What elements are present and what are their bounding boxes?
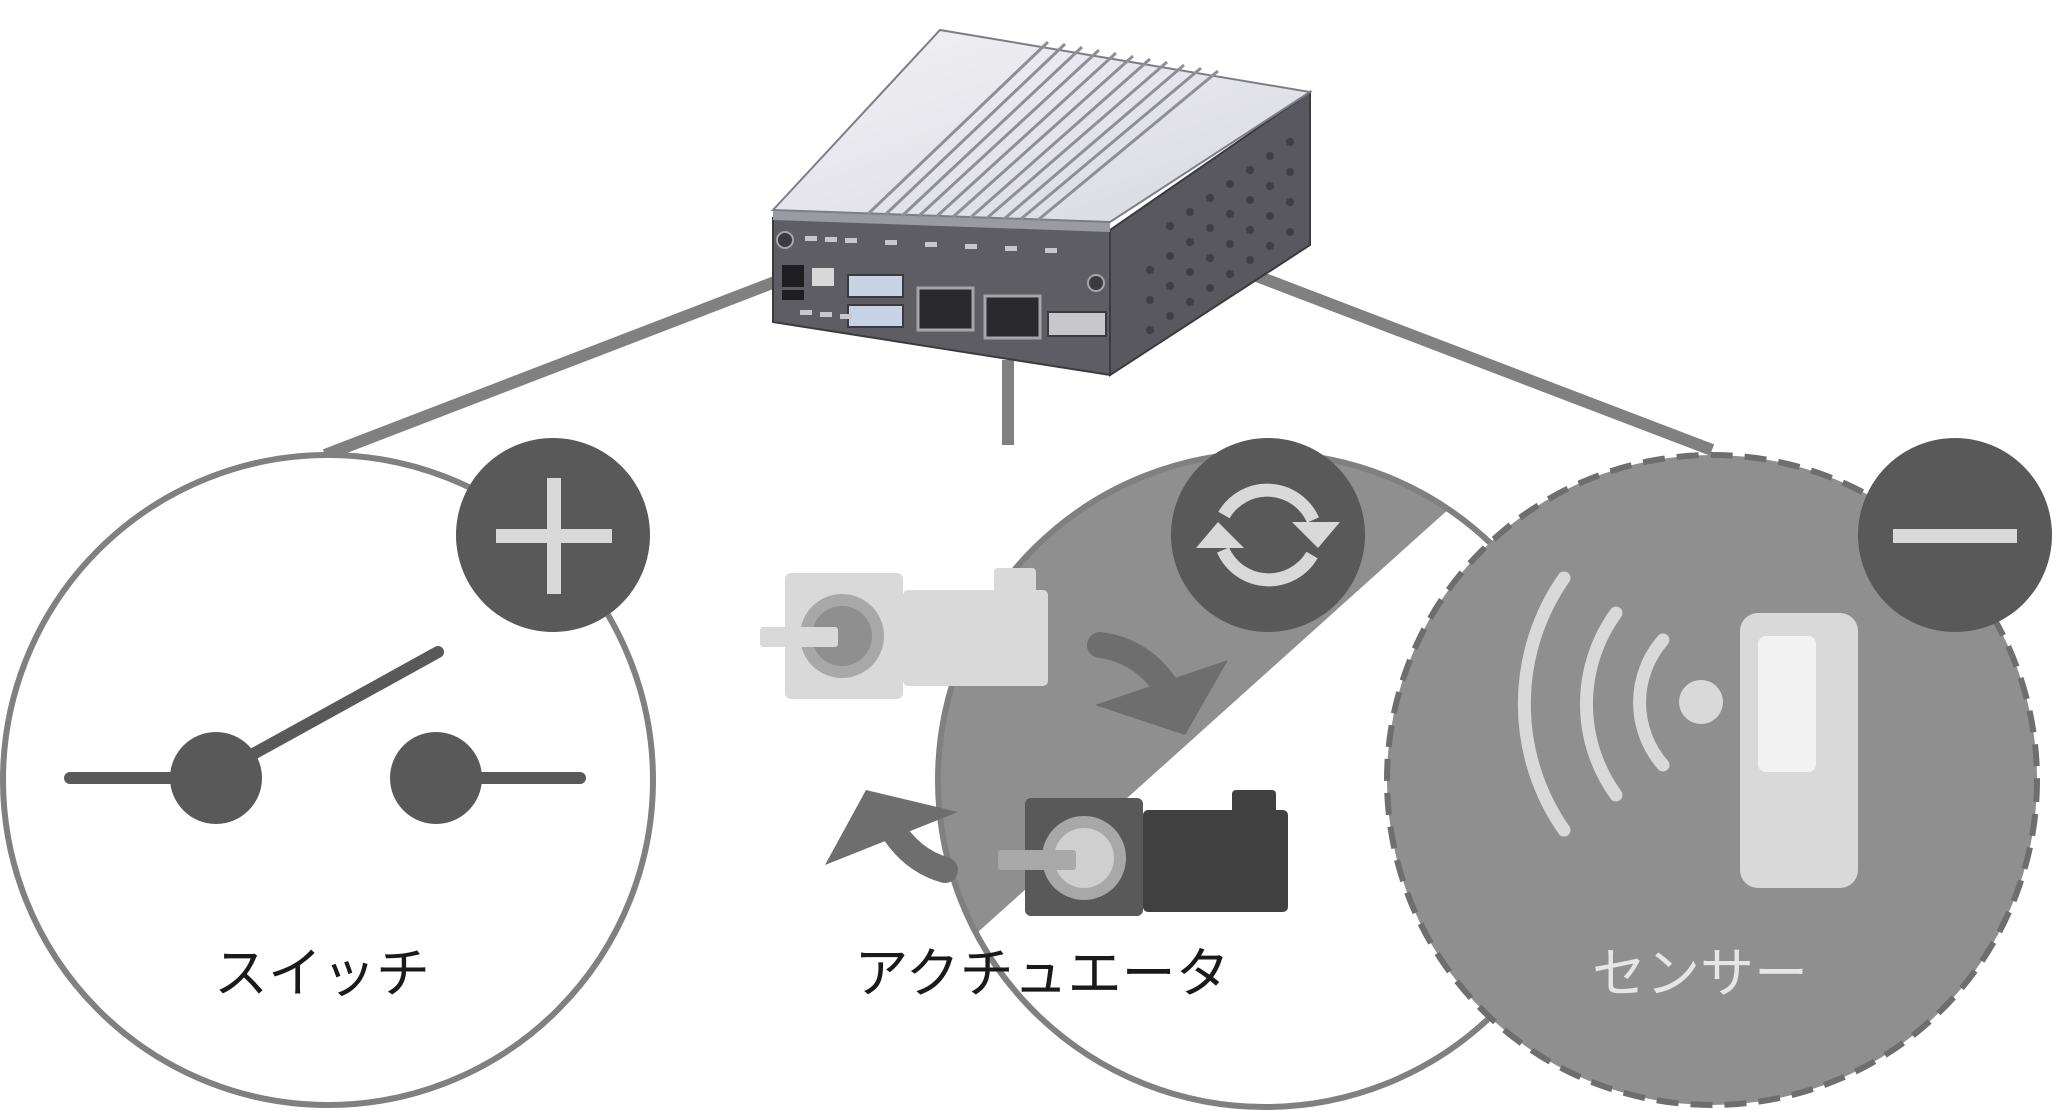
connector-to-switch: [322, 274, 783, 461]
plus-icon: [496, 478, 612, 594]
motor-old-icon: [760, 568, 1048, 699]
actuator-badge: [1171, 438, 1365, 632]
switch-device: スイッチ: [0, 438, 656, 1108]
sensor-circle: [1384, 452, 2040, 1108]
sensor-device: センサー: [1384, 438, 2052, 1108]
switch-label: スイッチ: [214, 942, 430, 1005]
switch-badge: [456, 438, 650, 632]
sensor-badge: [1858, 438, 2052, 632]
sensor-device-icon: [1740, 613, 1858, 888]
sensor-label: センサー: [1592, 942, 1808, 1005]
edge-computer-icon: [770, 28, 1313, 377]
replace-arrow-right-icon: [1087, 632, 1228, 735]
switch-circle: [0, 452, 656, 1108]
connector-lines: [322, 256, 1715, 461]
minus-icon: [1893, 529, 2017, 543]
switch-symbol-icon: [64, 646, 586, 824]
wireless-signal-icon: [1517, 571, 1723, 837]
actuator-label: アクチュエータ: [854, 942, 1229, 1005]
connector-to-sensor: [1217, 256, 1715, 456]
motor-new-icon: [998, 790, 1288, 916]
replace-arrow-left-icon: [825, 790, 958, 883]
refresh-icon: [1217, 483, 1319, 587]
